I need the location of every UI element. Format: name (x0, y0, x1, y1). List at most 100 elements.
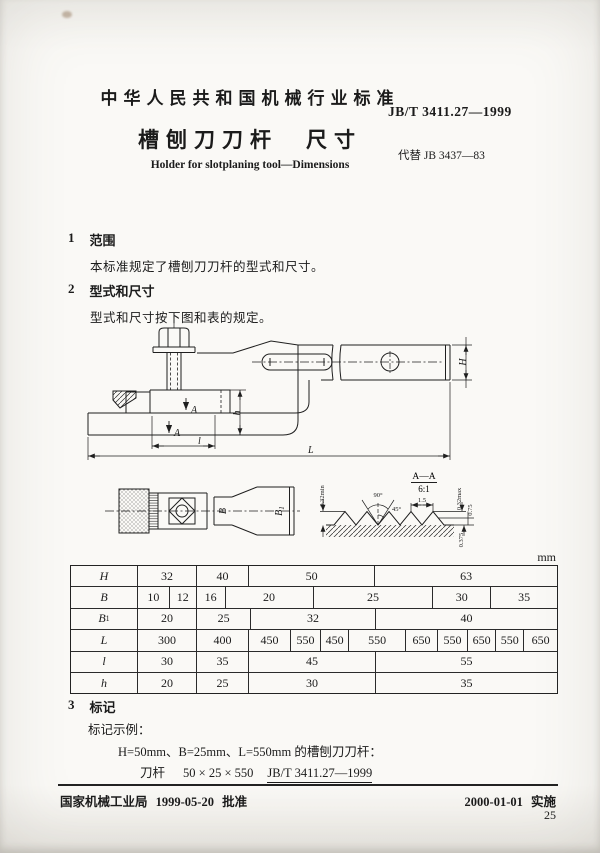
section-1-title: 范围 (89, 233, 116, 248)
section-1-number: 1 (68, 230, 75, 245)
section-3-number: 3 (68, 697, 75, 712)
section-1-heading: 1 范围 (68, 230, 116, 249)
table-cell: 25 (197, 672, 250, 694)
table-cell: 20 (226, 587, 314, 608)
designation-standard: JB/T 3411.27—1999 (267, 766, 373, 783)
table-cell: 450 (249, 630, 291, 651)
table-cell: 32 (138, 566, 198, 587)
table-cell: 550 (291, 630, 322, 651)
flat-label: 0.375 (458, 533, 465, 548)
scan-smudge (62, 11, 72, 18)
table-cell: 650 (406, 630, 438, 651)
table-cell: 300 (138, 630, 198, 651)
dim-label-B: B (218, 508, 229, 514)
tool-bit-top (118, 488, 150, 534)
table-cell: 63 (460, 568, 473, 583)
dim-label-H: H (458, 358, 469, 367)
table-cell: 550 (438, 630, 469, 651)
angle-45-label: 45° (392, 506, 402, 513)
table-cell: 20 (138, 672, 198, 694)
serration-profile (326, 510, 454, 526)
table-cell: 35 (197, 651, 250, 672)
section-2-title: 型式和尺寸 (89, 284, 155, 299)
standard-number: JB/T 3411.27—1999 (388, 104, 512, 119)
document-title-en: Holder for slotplaning tool—Dimensions (150, 159, 350, 171)
footer-rule (58, 784, 558, 786)
designation-prefix: 刀杆 (140, 766, 166, 780)
table-cell: 40 (197, 566, 250, 587)
table-cell: 25 (314, 587, 434, 608)
table-cell: 12 (170, 587, 197, 608)
supersedes-note: 代替 JB 3437—83 (398, 150, 485, 162)
table-cell: 650 (468, 630, 497, 651)
table-cell: 35 (460, 675, 473, 690)
table-cell: 400 (197, 630, 250, 651)
top-view-drawing: B B1 (105, 486, 300, 536)
table-cell: 30 (138, 651, 198, 672)
standard-org-title: 中华人民共和国机械行业标准 (100, 89, 400, 108)
table-cell: 45 (249, 651, 376, 672)
depth-label: 0.75 (467, 504, 474, 515)
section-3-heading: 3 标记 (68, 697, 116, 716)
section-label-A2: A (173, 428, 181, 439)
row-label: B (71, 587, 138, 608)
row-label: l (71, 651, 138, 672)
angle-90-label: 90° (373, 492, 383, 499)
table-cell: 550 (349, 630, 407, 651)
detail-scale: 6:1 (418, 484, 430, 494)
designation-size: 50 × 25 × 550 (183, 766, 254, 780)
approval-note: 国家机械工业局 1999-05-20 批准 (60, 795, 248, 809)
bolt-square-head (168, 497, 196, 525)
row-label: L (71, 630, 138, 651)
table-unit: mm (537, 550, 556, 564)
section-2-heading: 2 型式和尺寸 (68, 281, 155, 300)
cutting-insert (112, 390, 137, 409)
right-max-label: 0.32max (456, 487, 463, 510)
side-view-drawing: A A h l L H (87, 321, 472, 460)
table-cell: 30 (433, 587, 492, 608)
pitch-label: 1.5 (418, 497, 426, 504)
dim-label-h: h (232, 411, 243, 416)
row-label: H (71, 566, 138, 587)
dim-label-L: L (307, 445, 314, 456)
table-cell: 650 (531, 632, 550, 647)
row-label: h (71, 672, 138, 694)
serrated-face (148, 492, 159, 530)
section-2-number: 2 (68, 281, 75, 296)
table-cell: 10 (138, 587, 170, 608)
table-cell: 55 (460, 654, 473, 669)
document-title-cn: 槽刨刀刀杆 尺寸 (138, 128, 362, 152)
table-cell: 30 (249, 672, 376, 694)
table-cell: 32 (251, 608, 376, 630)
section-1-body: 本标准规定了槽刨刀刀杆的型式和尺寸。 (90, 260, 325, 274)
clamp-bolt-head (158, 327, 190, 348)
table-cell: 35 (518, 590, 531, 605)
section-2-body: 型式和尺寸按下图和表的规定。 (90, 311, 273, 325)
table-cell: 25 (197, 608, 252, 630)
table-cell: 16 (197, 587, 226, 608)
section-3-title: 标记 (89, 700, 116, 715)
table-cell: 20 (138, 608, 198, 630)
detail-title: A—A (412, 472, 435, 482)
marking-example-text: H=50mm、B=25mm、L=550mm 的槽刨刀刀杆： (118, 745, 382, 759)
table-cell: 50 (249, 566, 376, 587)
dim-label-l: l (198, 436, 201, 447)
implementation-note: 2000-01-01 实施 (464, 795, 556, 809)
designation-line: 刀杆 50 × 25 × 550 JB/T 3411.27—1999 (140, 762, 373, 783)
marking-example-caption: 标记示例： (88, 723, 151, 737)
section-aa-detail: A—A 6:1 90° (319, 472, 474, 548)
section-label-A1: A (190, 405, 198, 416)
table-cell: 40 (460, 611, 473, 626)
left-min-label: 0.32min (319, 485, 326, 507)
table-cell: 450 (321, 630, 350, 651)
dim-label-B1: B1 (274, 506, 286, 516)
